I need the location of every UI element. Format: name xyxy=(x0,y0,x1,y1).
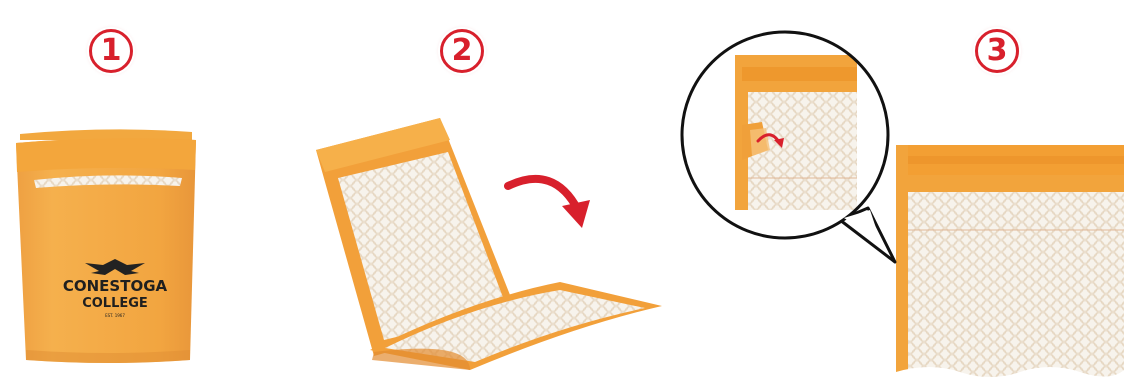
instructions-illustration: 1 2 3 xyxy=(0,0,1124,379)
zoom-callout xyxy=(0,0,1124,379)
